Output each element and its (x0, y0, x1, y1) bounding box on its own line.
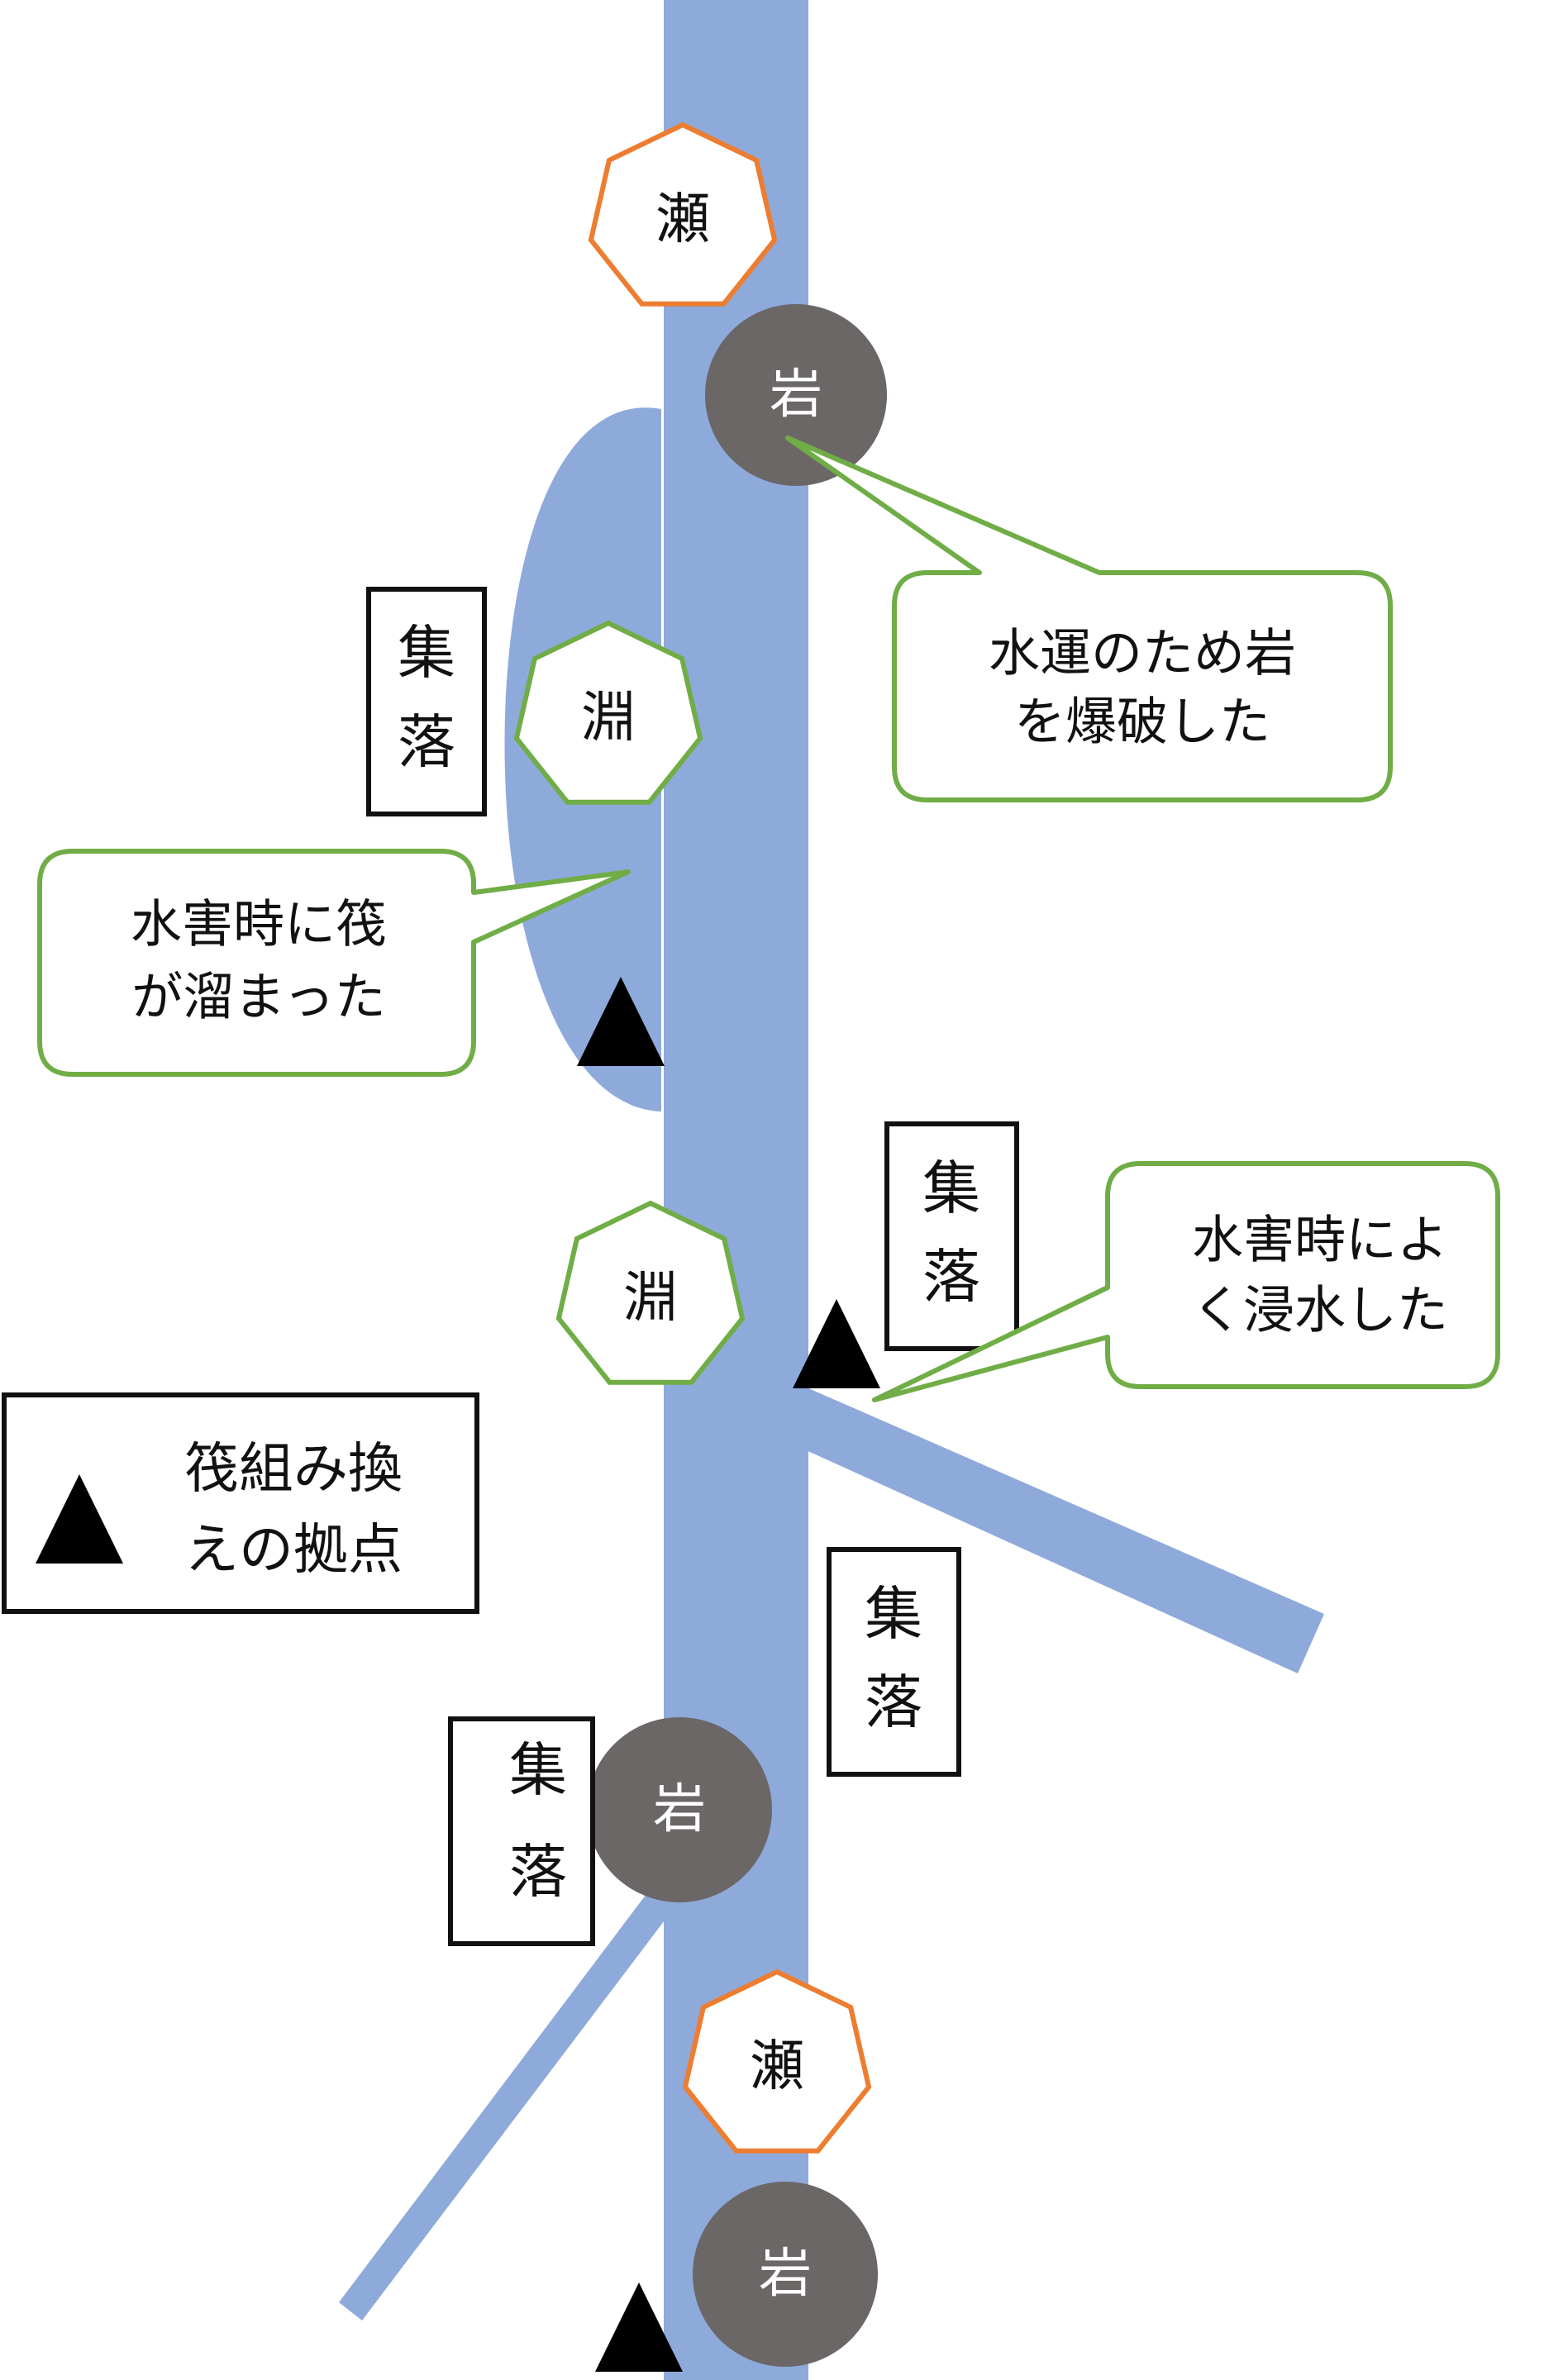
callout-blasting-line-1: 水運のため岩 (989, 623, 1296, 683)
settlement-middle-right-line-2: 落 (922, 1243, 980, 1311)
callout-flooding-line-2: く浸水した (1192, 1280, 1448, 1340)
callout-flooding-line-1: 水害時によ (1192, 1210, 1448, 1270)
rapids-top-label: 瀬 (655, 188, 710, 251)
callout-flooding: 水害時によ く浸水した (872, 1161, 1500, 1402)
rock-middle: 岩 (587, 1717, 772, 1902)
callout-rafts-piled-line-2: が溜まった (131, 967, 386, 1027)
callout-rafts-piled: 水害時に筏 が溜まった (37, 849, 631, 1077)
settlement-lower-right-line-1: 集 (865, 1580, 922, 1648)
deep-pool-upper-label: 淵 (581, 686, 636, 750)
settlement-middle-right: 集 落 (884, 1121, 1019, 1351)
rapids-bottom-label: 瀬 (750, 2035, 804, 2098)
rock-top-label: 岩 (770, 364, 822, 426)
settlement-upper-left-line-2: 落 (398, 708, 455, 776)
callout-blasting-line-2: を爆破した (1014, 692, 1270, 752)
triangle-icon (36, 1474, 123, 1564)
rock-bottom: 岩 (693, 2182, 878, 2367)
rock-middle-label: 岩 (653, 1779, 706, 1840)
settlement-middle-right-line-1: 集 (922, 1154, 980, 1222)
river-left-tributary (339, 1874, 684, 2320)
deep-pool-upper: 淵 (513, 620, 703, 805)
settlement-upper-left-line-1: 集 (398, 619, 455, 687)
settlement-lower-right: 集 落 (827, 1547, 961, 1777)
legend: 筏組み換 えの拠点 (2, 1392, 479, 1614)
callout-rafts-piled-line-1: 水害時に筏 (131, 894, 387, 954)
river-right-tributary (794, 1382, 1324, 1673)
settlement-lower-left-line-2: 落 (509, 1838, 567, 1906)
raft-point-triangle (577, 977, 665, 1066)
rock-top: 岩 (705, 304, 887, 486)
settlement-upper-left: 集 落 (366, 587, 487, 816)
legend-label-line-1: 筏組み換 (184, 1437, 403, 1501)
rapids-bottom: 瀬 (682, 1968, 872, 2154)
deep-pool-lower: 淵 (555, 1200, 746, 1385)
raft-point-triangle (793, 1299, 880, 1388)
rapids-top: 瀬 (588, 121, 778, 307)
deep-pool-lower-label: 淵 (623, 1266, 678, 1330)
legend-label-line-2: えの拠点 (184, 1518, 403, 1582)
settlement-lower-left: 集 落 (448, 1716, 595, 1946)
settlement-lower-right-line-2: 落 (865, 1668, 922, 1736)
rock-bottom-label: 岩 (759, 2244, 812, 2305)
raft-point-triangle (595, 2282, 683, 2372)
settlement-lower-left-line-1: 集 (509, 1736, 567, 1804)
callout-blasting: 水運のため岩 を爆破した (785, 436, 1393, 802)
